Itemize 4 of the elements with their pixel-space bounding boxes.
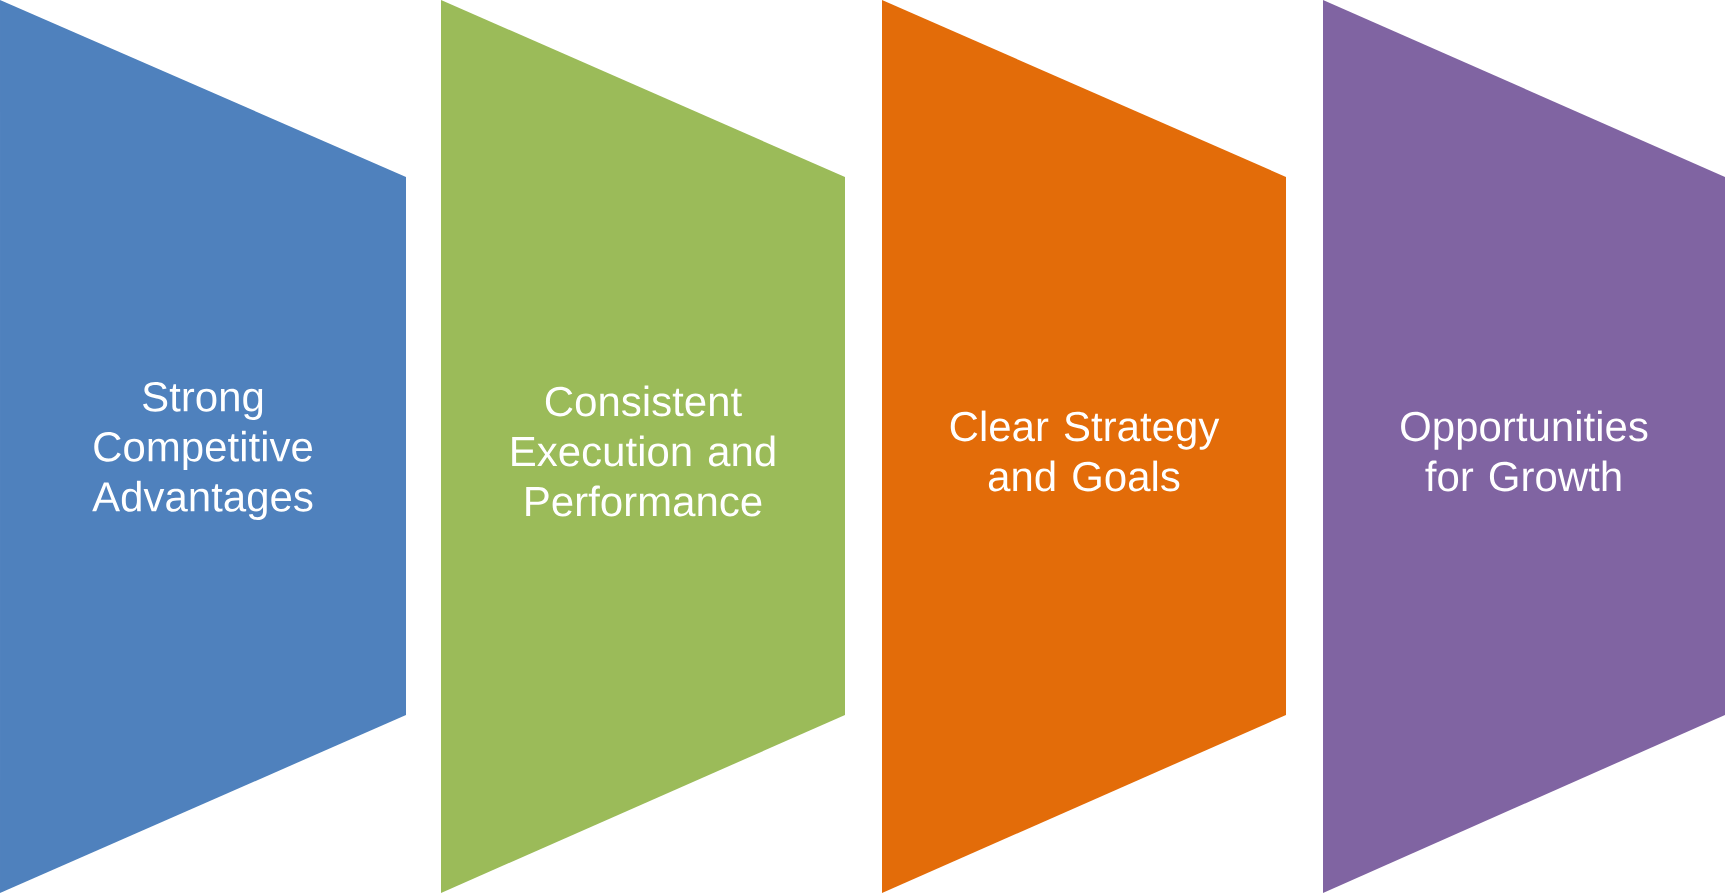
chevron-band: Clear Strategy and Goals [882,0,1286,893]
chevron-band: Opportunities for Growth [1323,0,1725,893]
chevron-band: Strong Competitive Advantages [0,0,406,893]
chevron-band: Consistent Execution and Performance [441,0,845,893]
